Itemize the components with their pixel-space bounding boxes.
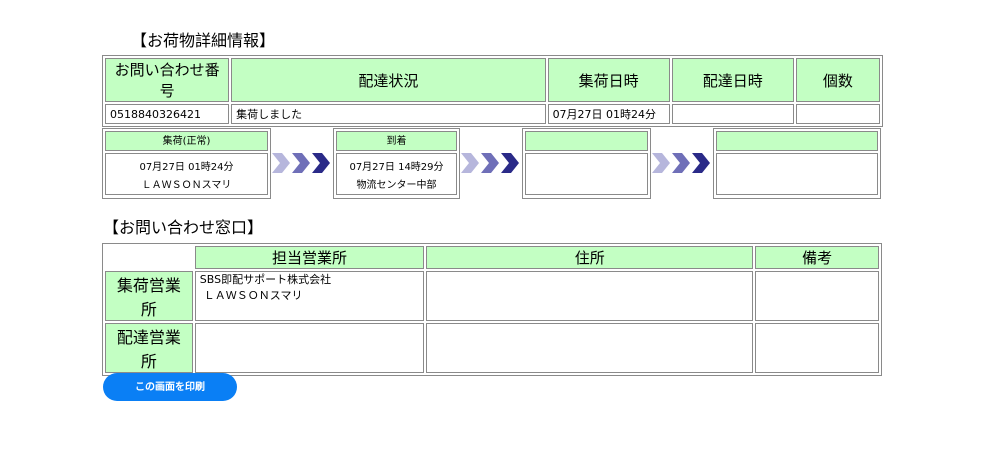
status-step-3-label (525, 131, 648, 151)
arrow-icon (312, 153, 330, 173)
header-quantity: 個数 (795, 58, 880, 102)
arrow-icon (461, 153, 479, 173)
delivery-office (194, 323, 425, 373)
status-step-2-location: 物流センター中部 (356, 179, 437, 191)
arrow-icon (692, 153, 710, 173)
status-step-3 (522, 128, 651, 199)
contact-header-row: 担当営業所 住所 備考 (105, 246, 879, 269)
arrow-icon (292, 153, 310, 173)
detail-data-row: 0518840326421 集荷しました 07月27日 01時24分 (105, 104, 880, 124)
tracking-number: 0518840326421 (105, 104, 230, 124)
pickup-note (755, 271, 879, 321)
flow-arrows-2 (461, 153, 519, 173)
status-step-3-body (525, 153, 648, 195)
contact-row-delivery: 配達営業所 (105, 323, 879, 373)
status-step-4 (713, 128, 881, 199)
status-step-2-datetime: 07月27日 14時29分 (349, 161, 444, 173)
pickup-office-branch: ＬＡＷＳＯＮスマリ (203, 289, 303, 302)
delivery-office-label: 配達営業所 (105, 323, 193, 373)
pickup-address (426, 271, 754, 321)
print-page-button[interactable]: この画面を印刷 (103, 373, 237, 401)
detail-section-title: 【お荷物詳細情報】 (131, 31, 276, 50)
pickup-office-company: SBS即配サポート株式会社 (199, 273, 332, 286)
header-office: 担当営業所 (194, 246, 425, 269)
header-pickup-datetime: 集荷日時 (547, 58, 670, 102)
flow-arrows-3 (652, 153, 710, 173)
pickup-datetime: 07月27日 01時24分 (547, 104, 670, 124)
quantity (795, 104, 880, 124)
status-step-2: 到着 07月27日 14時29分 物流センター中部 (333, 128, 460, 199)
status-step-1: 集荷(正常) 07月27日 01時24分 ＬＡＷＳＯＮスマリ (102, 128, 271, 199)
pickup-office-label: 集荷営業所 (105, 271, 193, 321)
header-address: 住所 (426, 246, 754, 269)
header-note: 備考 (755, 246, 879, 269)
delivery-status: 集荷しました (231, 104, 546, 124)
header-delivery-status: 配達状況 (231, 58, 546, 102)
arrow-icon (481, 153, 499, 173)
detail-header-row: お問い合わせ番号 配達状況 集荷日時 配達日時 個数 (105, 58, 880, 102)
status-step-1-datetime: 07月27日 01時24分 (139, 161, 234, 173)
status-step-1-location: ＬＡＷＳＯＮスマリ (141, 179, 232, 191)
delivery-address (426, 323, 754, 373)
header-delivery-datetime: 配達日時 (671, 58, 794, 102)
delivery-note (755, 323, 879, 373)
flow-arrows-1 (272, 153, 330, 173)
status-step-4-label (716, 131, 878, 151)
arrow-icon (501, 153, 519, 173)
status-step-1-body: 07月27日 01時24分 ＬＡＷＳＯＮスマリ (105, 153, 268, 195)
arrow-icon (652, 153, 670, 173)
arrow-icon (272, 153, 290, 173)
contact-section-title: 【お問い合わせ窓口】 (103, 218, 264, 237)
arrow-icon (672, 153, 690, 173)
status-step-4-body (716, 153, 878, 195)
status-step-2-body: 07月27日 14時29分 物流センター中部 (336, 153, 457, 195)
detail-table: お問い合わせ番号 配達状況 集荷日時 配達日時 個数 0518840326421… (102, 55, 883, 127)
status-step-1-label: 集荷(正常) (105, 131, 268, 151)
contact-table: 担当営業所 住所 備考 集荷営業所 SBS即配サポート株式会社 ＬＡＷＳＯＮスマ… (102, 243, 882, 376)
pickup-office: SBS即配サポート株式会社 ＬＡＷＳＯＮスマリ (194, 271, 425, 321)
delivery-datetime (671, 104, 794, 124)
header-tracking-number: お問い合わせ番号 (105, 58, 230, 102)
contact-row-pickup: 集荷営業所 SBS即配サポート株式会社 ＬＡＷＳＯＮスマリ (105, 271, 879, 321)
contact-header-empty (105, 246, 193, 269)
status-step-2-label: 到着 (336, 131, 457, 151)
